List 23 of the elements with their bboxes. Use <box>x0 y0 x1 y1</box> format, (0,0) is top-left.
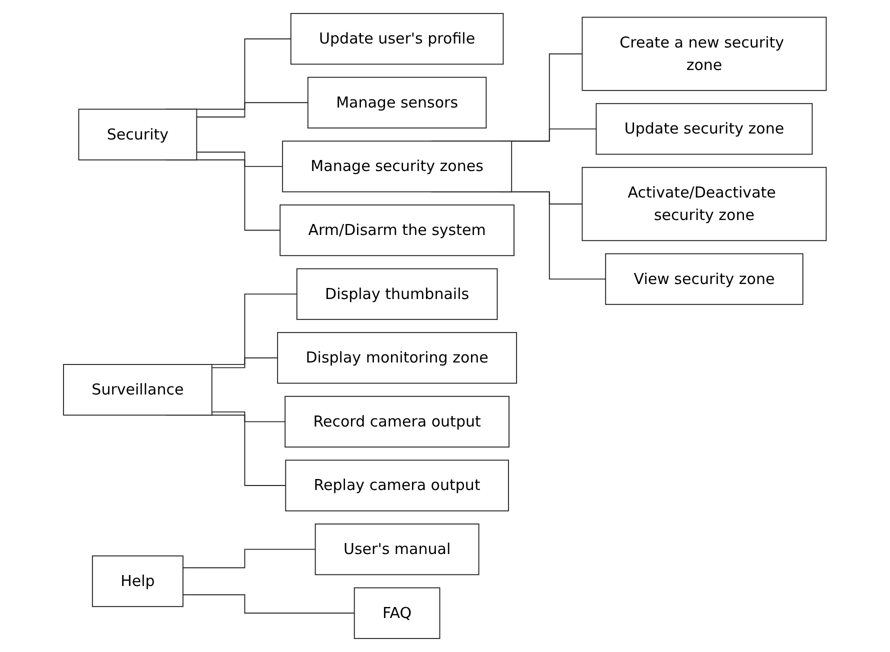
node-box: Update security zone <box>596 103 813 155</box>
connector <box>212 357 278 368</box>
node-box: Create a new security zone <box>582 16 827 91</box>
node-box: Record camera output <box>284 396 510 448</box>
connector <box>182 594 355 614</box>
node-box: Arm/Disarm the system <box>280 204 515 256</box>
node-box: Display monitoring zone <box>277 332 518 384</box>
node-box: FAQ <box>354 587 440 639</box>
node-box: User's manual <box>314 524 480 576</box>
node-box: Help <box>92 555 184 608</box>
node-box: Display thumbnails <box>296 268 498 320</box>
connector <box>196 152 284 167</box>
connector <box>212 411 286 422</box>
node-box: View security zone <box>605 253 804 305</box>
node-box: Surveillance <box>63 364 212 416</box>
connector <box>196 102 309 118</box>
node-box: Replay camera output <box>285 460 510 512</box>
node-box: Update user's profile <box>290 13 504 65</box>
connector <box>182 548 316 568</box>
node-box: Security <box>78 108 198 160</box>
node-box: Activate/Deactivate security zone <box>582 166 827 242</box>
node-box: Manage security zones <box>282 140 512 192</box>
node-box: Manage sensors <box>308 76 487 128</box>
